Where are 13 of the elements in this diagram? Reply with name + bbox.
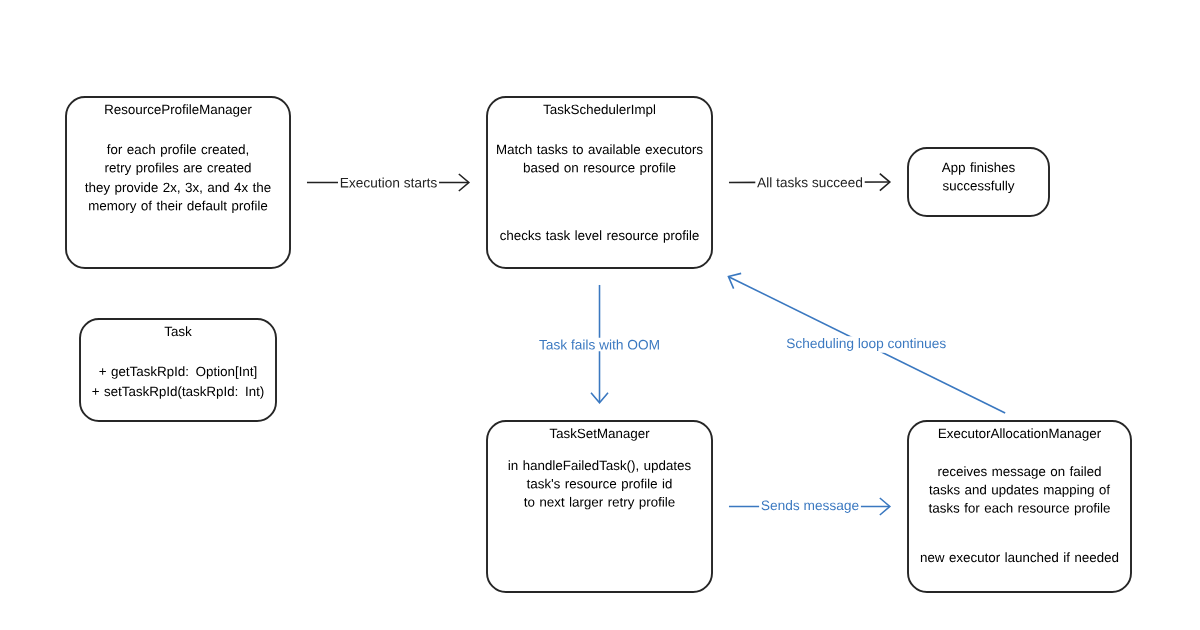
class-box: ResourceProfileManager for each profile created, retry profiles are created they provide 2x, 3x, and 4x the memory of their default profile <box>65 96 291 269</box>
edge-label: Scheduling loop continues <box>784 336 948 353</box>
edge-label: Execution starts <box>338 175 440 190</box>
arrow <box>590 284 609 405</box>
edge-label: All tasks succeed <box>755 175 865 190</box>
edge-label: Sends message <box>759 498 861 515</box>
arrow <box>727 272 1006 414</box>
edge-label: Task fails with OOM <box>537 337 662 352</box>
class-box: App finishes successfully <box>907 147 1050 217</box>
class-box: ExecutorAllocationManager receives message on failed tasks and updates mapping of tasks for each resource profile new executor launched if needed <box>907 420 1132 593</box>
class-box: TaskSchedulerImpl Match tasks to available executors based on resource profile checks task level resource profile <box>486 96 713 269</box>
class-box: Task + getTaskRpId: Option[Int] + setTaskRpId(taskRpId: Int) <box>79 318 277 422</box>
class-box: TaskSetManager in handleFailedTask(), updates task's resource profile id to next larger retry profile <box>486 420 713 593</box>
